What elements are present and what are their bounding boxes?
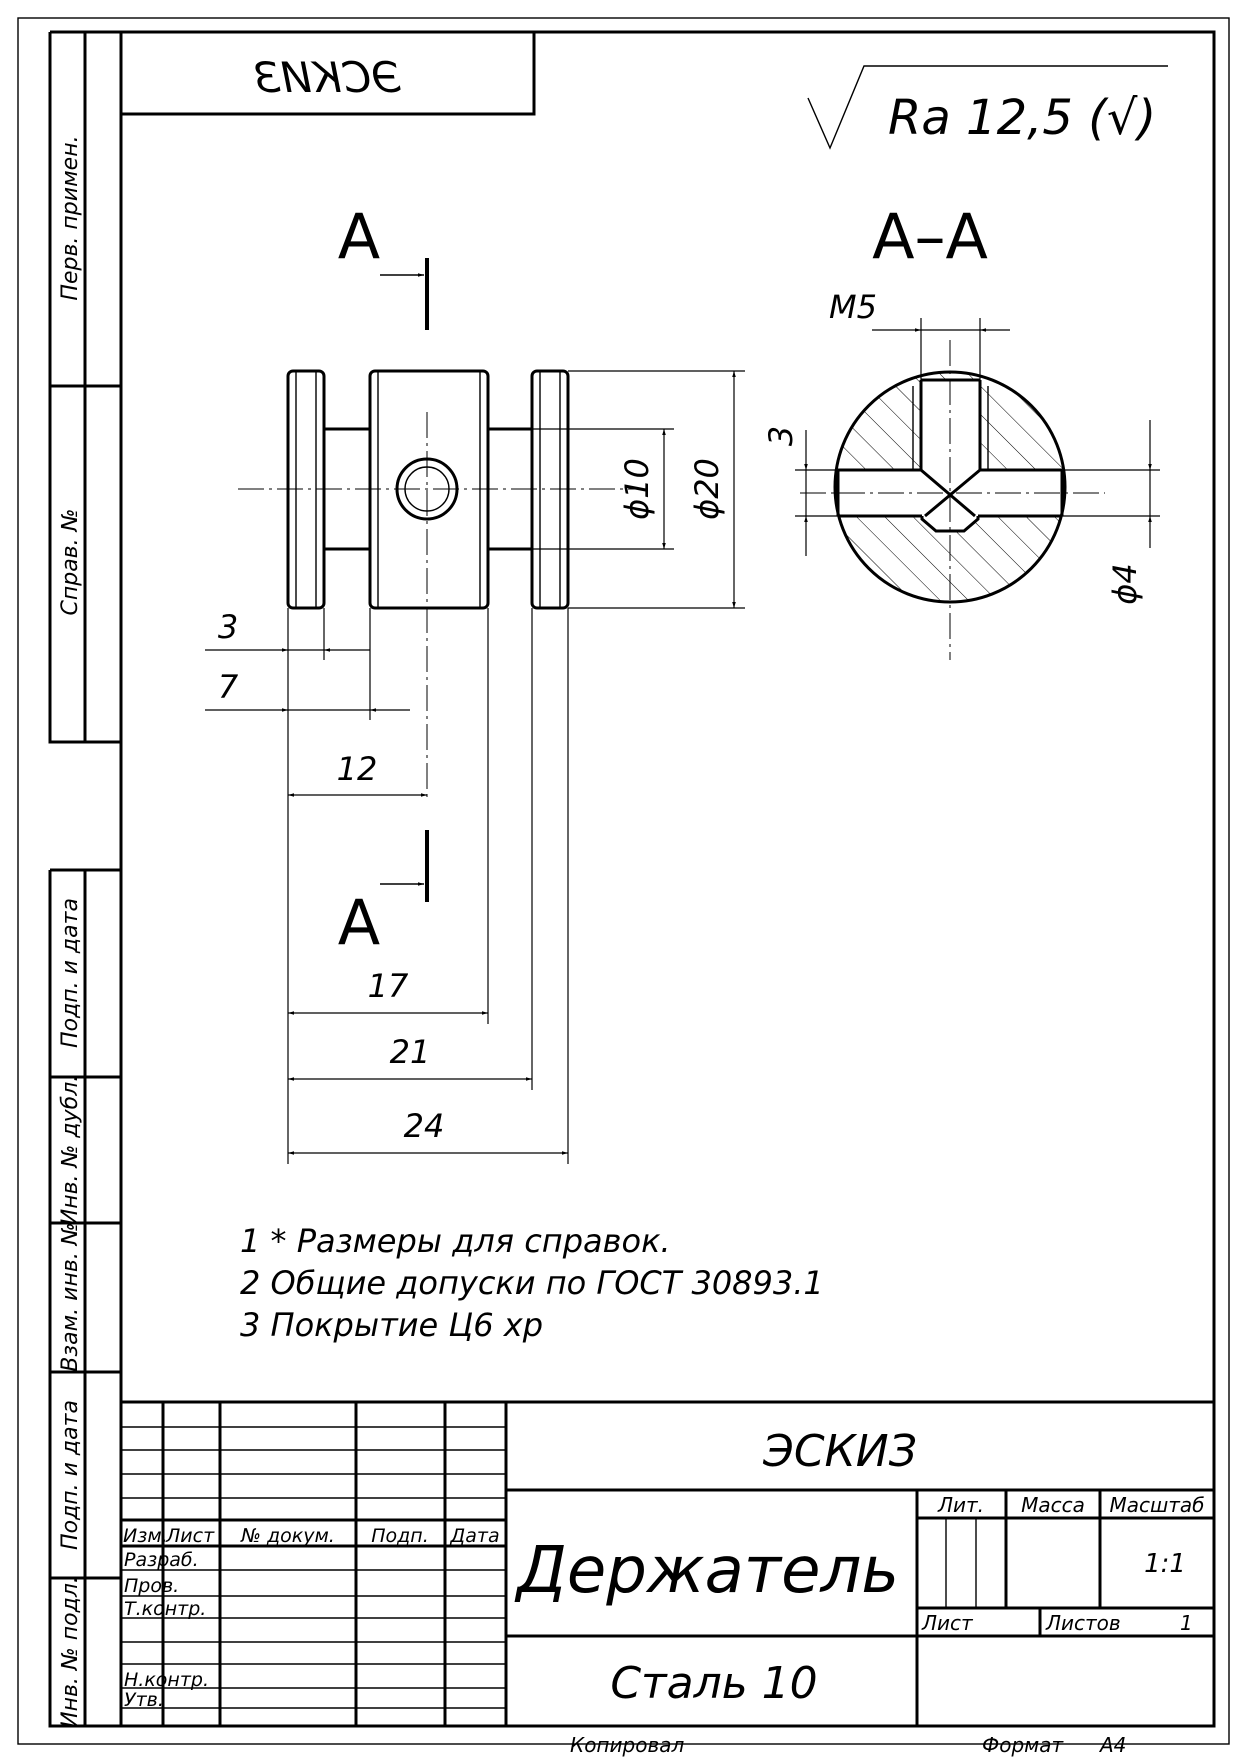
row-razrab: Разраб. xyxy=(124,1549,199,1571)
title-material: Сталь 10 xyxy=(610,1658,817,1709)
left-strip-vzam-inv: Взам. инв. № xyxy=(58,1222,83,1371)
cell-listov-value: 1 xyxy=(1180,1611,1193,1635)
title-doc-code: ЭСКИЗ xyxy=(762,1426,917,1477)
note-3: 3 Покрытие Ц6 хр xyxy=(240,1306,543,1344)
left-strip-podp-data-2: Подп. и дата xyxy=(58,1400,83,1550)
left-strip-inv-dubl: Инв. № дубл. xyxy=(58,1075,83,1226)
row-nkontr: Н.контр. xyxy=(124,1669,209,1691)
dim-phi10: ϕ10 xyxy=(618,458,656,520)
row-utv: Утв. xyxy=(124,1689,164,1711)
inner-frame xyxy=(119,30,1216,1728)
dim-7: 7 xyxy=(218,668,239,706)
col-izm: Изм. xyxy=(123,1525,168,1547)
note-1: 1 * Размеры для справок. xyxy=(240,1222,671,1260)
dim-12: 12 xyxy=(337,750,378,788)
col-podp: Подп. xyxy=(371,1525,429,1547)
left-strip-podp-data: Подп. и дата xyxy=(58,898,83,1048)
col-list: Лист xyxy=(165,1525,215,1547)
footer-format-value: A4 xyxy=(1098,1733,1126,1757)
dim-21: 21 xyxy=(390,1033,431,1071)
left-strip-lower xyxy=(48,868,121,1728)
dim-phi20: ϕ20 xyxy=(688,458,726,520)
left-strip-inv-podl: Инв. № подл. xyxy=(58,1576,83,1728)
left-strip-perv-primen: Перв. примен. xyxy=(58,135,83,300)
section-mark-top: А xyxy=(338,200,380,273)
roughness-value: Ra 12,5 (√) xyxy=(888,90,1156,146)
row-prov: Пров. xyxy=(124,1575,179,1597)
footer-format: Формат xyxy=(982,1733,1064,1757)
cell-lit: Лит. xyxy=(937,1493,984,1517)
dim-3-section: 3 xyxy=(762,426,800,446)
dim-3-left: 3 xyxy=(218,608,238,646)
title-block-grid xyxy=(119,1400,1216,1728)
trim-border xyxy=(17,17,1230,1745)
row-tkontr: Т.контр. xyxy=(124,1598,206,1620)
roughness-sign xyxy=(807,65,1168,150)
extension-lines xyxy=(287,608,569,1164)
dim-m5: M5 xyxy=(829,288,877,326)
note-2: 2 Общие допуски по ГОСТ 30893.1 xyxy=(240,1264,824,1302)
footer-kopiroval: Копировал xyxy=(570,1733,684,1757)
cell-massa: Масса xyxy=(1021,1493,1085,1517)
dim-17: 17 xyxy=(368,967,409,1005)
cell-scale-value: 1:1 xyxy=(1144,1549,1186,1579)
dim-phi4: ϕ4 xyxy=(1106,563,1144,604)
title-part-name: Держатель xyxy=(514,1534,899,1608)
col-data: Дата xyxy=(449,1525,499,1547)
cell-list: Лист xyxy=(921,1611,974,1635)
cell-listov: Листов xyxy=(1045,1611,1121,1635)
dim-24: 24 xyxy=(404,1107,445,1145)
mirrored-title: ЭСКИЗ xyxy=(254,53,402,102)
left-strip-sprav-no: Справ. № xyxy=(58,508,83,615)
header-box xyxy=(119,30,536,116)
cell-masshtab: Масштаб xyxy=(1109,1493,1204,1517)
section-title: А–А xyxy=(872,200,988,273)
col-docum: № докум. xyxy=(240,1525,335,1547)
section-mark-bottom: А xyxy=(338,886,380,959)
left-strip-upper xyxy=(48,30,121,744)
